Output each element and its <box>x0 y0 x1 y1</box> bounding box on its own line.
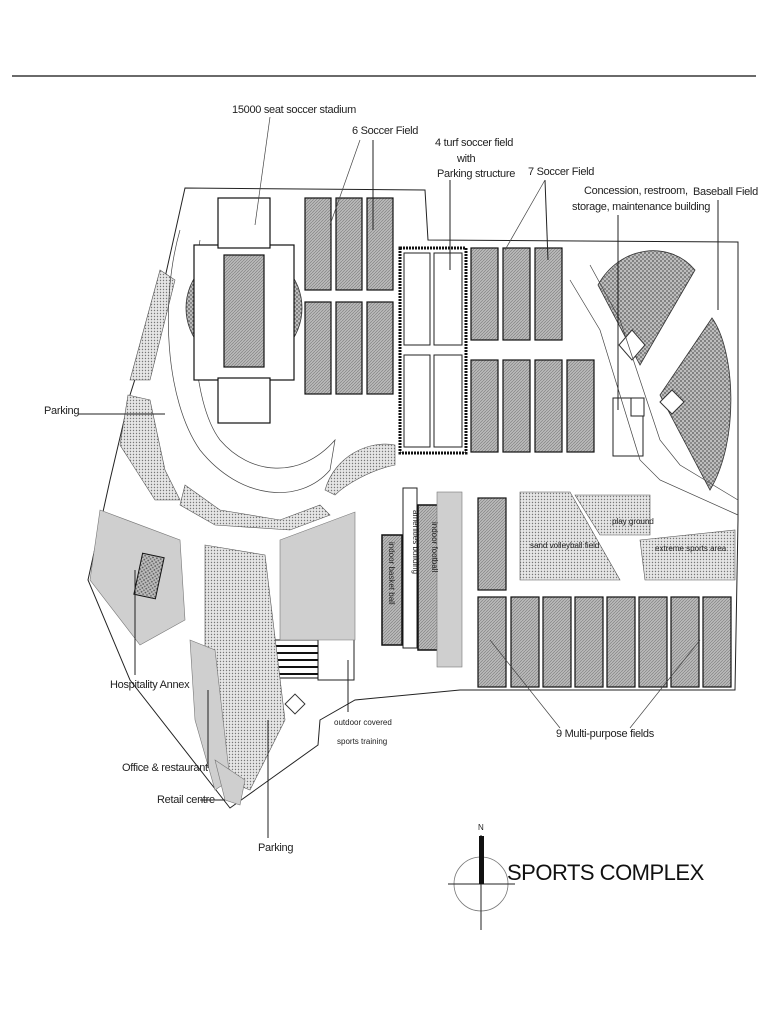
label-amenities: amenities building <box>411 510 420 574</box>
concession-annex <box>630 397 645 417</box>
lower-diamond <box>284 693 306 715</box>
extreme-sports-area <box>639 529 736 581</box>
parking-area-curve <box>179 484 331 531</box>
turf-fields-parking-structure <box>398 246 468 455</box>
label-sand-volleyball: sand volleyball field <box>530 541 599 550</box>
label-parking-left: Parking <box>44 405 79 417</box>
label-playground: play ground <box>612 517 654 526</box>
side-field <box>477 497 507 591</box>
label-turf-2: with <box>456 153 476 165</box>
parking-area-left <box>129 269 176 381</box>
road-diagonal <box>569 279 739 516</box>
leader-lines <box>78 116 719 838</box>
hospitality-building <box>133 552 165 600</box>
stadium-road <box>167 229 336 493</box>
label-outdoor-1: outdoor covered <box>334 718 392 727</box>
label-stadium: 15000 seat soccer stadium <box>232 104 356 116</box>
north-label: N <box>478 823 484 832</box>
parking-area-left-2 <box>119 394 181 501</box>
label-turf-3: Parking structure <box>437 168 515 180</box>
road-diagonal-2 <box>589 264 739 501</box>
label-soccer6: 6 Soccer Field <box>352 125 418 137</box>
label-parking-bottom: Parking <box>258 842 293 854</box>
amenities-building <box>402 487 418 649</box>
baseball-fields <box>597 250 732 491</box>
label-concession-1: Concession, restroom, <box>584 185 688 197</box>
label-concession-2: storage, maintenance building <box>572 201 710 213</box>
grey-strip <box>436 491 463 668</box>
label-retail: Retail centre <box>157 794 215 806</box>
north-arrow: N <box>448 823 515 930</box>
label-baseball: Baseball Field <box>693 186 758 198</box>
lower-grey-area <box>279 511 356 641</box>
label-hospitality: Hospitality Annex <box>110 679 190 691</box>
retail-area <box>214 759 246 806</box>
label-office: Office & restaurant <box>122 762 208 774</box>
label-soccer7: 7 Soccer Field <box>528 166 594 178</box>
label-indoor-basketball: indoor basket ball <box>387 542 396 605</box>
label-multipurpose: 9 Multi-purpose fields <box>556 728 655 740</box>
stadium <box>185 197 303 424</box>
multipurpose-fields <box>477 596 732 688</box>
site-boundary <box>87 187 739 809</box>
label-extreme-sports: extreme sports area <box>655 544 727 553</box>
parking-circle-patch <box>324 443 396 496</box>
label-outdoor-2: sports training <box>337 737 387 746</box>
indoor-basketball-building <box>381 534 403 646</box>
playground-area <box>574 494 651 536</box>
soccer-fields-6 <box>304 197 394 395</box>
soccer-fields-7 <box>470 247 595 453</box>
page-title: SPORTS COMPLEX <box>507 860 705 885</box>
sand-volleyball-area <box>519 491 621 581</box>
label-indoor-football: indoor football <box>430 522 439 572</box>
label-turf-1: 4 turf soccer field <box>435 137 513 149</box>
